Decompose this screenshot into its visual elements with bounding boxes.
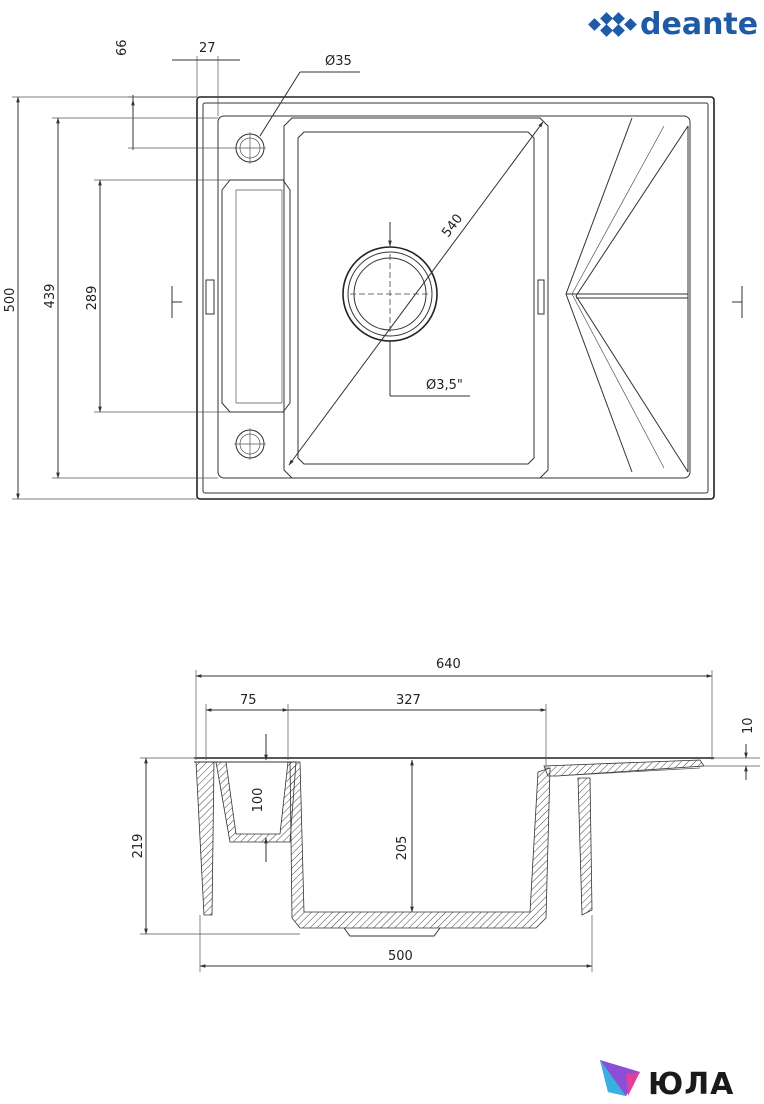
right-wall	[577, 777, 593, 916]
dim-drain: Ø3,5"	[426, 378, 463, 393]
bowl-outer	[283, 117, 549, 479]
dim-base-width: 500	[388, 949, 413, 964]
dim-bowl-depth: 205	[395, 836, 410, 861]
drainer-section	[543, 759, 705, 777]
left-tray	[221, 179, 291, 413]
dim-inner-height: 439	[43, 284, 58, 309]
dim-offset-top: 66	[115, 39, 130, 56]
dim-shallow-depth: 100	[251, 788, 266, 813]
dim-width-total: 500	[3, 288, 18, 313]
deante-logo: deante	[588, 7, 758, 42]
section-mark-right	[732, 286, 743, 318]
dim-depth-total: 219	[131, 834, 146, 859]
drainer-board	[565, 117, 689, 473]
dim-overall-width: 640	[436, 657, 461, 672]
dim-diagonal: 540	[439, 212, 466, 241]
sink-outline	[196, 96, 715, 500]
dim-bowl-width: 327	[396, 693, 421, 708]
left-wall	[195, 761, 215, 916]
deante-logo-icon	[588, 12, 637, 37]
dim-offset-side: 27	[199, 41, 216, 56]
yula-logo-icon	[600, 1060, 640, 1096]
watermark-name: ЮЛА	[648, 1067, 734, 1100]
dim-left-section: 75	[240, 693, 257, 708]
diagonal-dim-line	[288, 121, 544, 466]
overflow-right	[537, 279, 545, 315]
left-tray-inner	[235, 189, 283, 404]
shallow-section	[215, 761, 297, 843]
section-view: 640 75 327 10 219 100 205 500	[131, 657, 760, 972]
dim-tap-hole: Ø35	[325, 54, 352, 69]
bowl-section	[289, 761, 551, 929]
sink-rim	[202, 102, 709, 494]
sink-inner-edge	[217, 115, 691, 479]
top-view: 540 Ø35 Ø3,5" 66 27 500 439 289	[3, 39, 743, 500]
brand-name: deante	[640, 7, 758, 42]
bowl-base	[343, 927, 441, 937]
dim-drainer-height: 289	[85, 286, 100, 311]
overflow-left	[205, 279, 215, 315]
section-mark-left	[171, 286, 182, 318]
yula-logo: ЮЛА	[600, 1060, 734, 1102]
dim-rim: 10	[741, 717, 756, 734]
